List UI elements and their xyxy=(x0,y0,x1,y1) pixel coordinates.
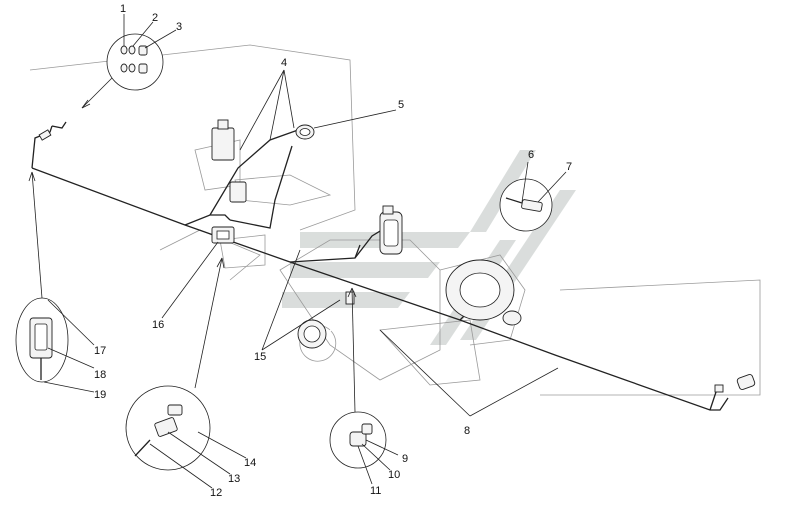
terminal-8 xyxy=(714,374,756,393)
callout-2: 2 xyxy=(152,12,158,24)
callout-12: 12 xyxy=(210,487,222,499)
watermark-logo xyxy=(282,150,576,345)
starter-motor xyxy=(297,259,522,349)
leader-lines xyxy=(43,14,567,489)
callout-17: 17 xyxy=(94,345,106,357)
callout-1: 1 xyxy=(120,3,126,15)
callout-3: 3 xyxy=(176,21,182,33)
callout-19: 19 xyxy=(94,389,106,401)
background-vehicle-outline xyxy=(29,44,761,396)
clip-15 xyxy=(345,291,355,305)
callout-7: 7 xyxy=(566,161,572,173)
callout-14: 14 xyxy=(244,457,256,469)
callout-10: 10 xyxy=(388,469,400,481)
battery-assembly xyxy=(211,119,247,203)
end-connector-left xyxy=(38,129,52,141)
detail-bubble-fuses xyxy=(81,33,164,109)
callout-6: 6 xyxy=(528,149,534,161)
detail-bubble-switch xyxy=(329,287,387,469)
detail-bubble-sensor xyxy=(499,178,553,232)
main-harness xyxy=(31,121,729,411)
callout-16: 16 xyxy=(152,319,164,331)
callout-11: 11 xyxy=(370,485,381,497)
callout-5: 5 xyxy=(398,99,404,111)
detail-bubble-plug xyxy=(125,257,225,471)
callout-18: 18 xyxy=(94,369,106,381)
callout-8: 8 xyxy=(464,425,470,437)
callout-9: 9 xyxy=(402,453,408,465)
detail-bubble-connector xyxy=(15,171,69,383)
connector-16 xyxy=(211,226,235,244)
callout-4: 4 xyxy=(281,57,287,69)
callout-13: 13 xyxy=(228,473,240,485)
coil-assembly xyxy=(379,205,403,255)
callout-labels: 1 2 3 4 5 6 7 8 9 10 11 12 13 14 15 16 1… xyxy=(94,3,572,499)
connector-5 xyxy=(295,124,315,140)
callout-15: 15 xyxy=(254,351,266,363)
